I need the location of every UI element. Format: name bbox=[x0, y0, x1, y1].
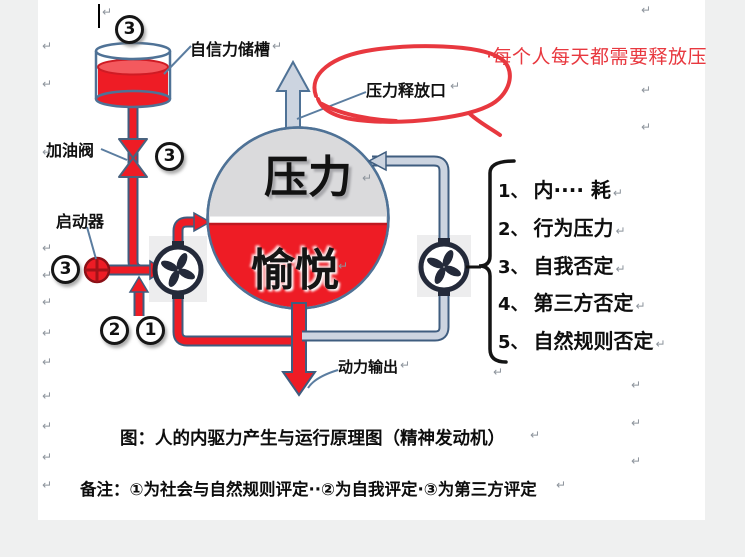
list-item-num: 5、 bbox=[498, 332, 529, 353]
pressure-word: 压力 bbox=[264, 152, 352, 203]
pilcrow-mark: ↵ bbox=[641, 3, 652, 17]
pilcrow-mark: ↵ bbox=[42, 145, 53, 159]
badge-3-tank: 3 bbox=[115, 15, 144, 44]
list-item-text: 自我否定 bbox=[533, 254, 614, 278]
pilcrow-mark: ↵ bbox=[615, 262, 626, 276]
pilcrow-mark: ↵ bbox=[530, 428, 541, 442]
pilcrow-mark: ↵ bbox=[42, 39, 53, 53]
pilcrow-mark: ↵ bbox=[493, 365, 504, 379]
list-item-text: 自然规则否定 bbox=[533, 329, 654, 353]
pilcrow-mark: ↵ bbox=[42, 450, 53, 464]
list-item-num: 1、 bbox=[498, 181, 529, 202]
pilcrow-mark: ↵ bbox=[42, 77, 53, 91]
list-item: 2、行为压力↵ bbox=[498, 212, 626, 241]
pilcrow-mark: ↵ bbox=[631, 416, 642, 430]
pleasure-word: 愉悦 bbox=[251, 245, 339, 296]
pilcrow-mark: ↵ bbox=[42, 478, 53, 492]
pilcrow-mark: ↵ bbox=[612, 186, 623, 200]
pilcrow-mark: ↵ bbox=[42, 389, 53, 403]
pilcrow-mark: ↵ bbox=[42, 419, 53, 433]
red-annotation: ·每个人每天都需要释放压 bbox=[486, 46, 708, 68]
starter-label: 启动器 bbox=[56, 212, 105, 231]
figure-caption: 图：人的内驱力产生与运行原理图（精神发动机） bbox=[120, 429, 505, 449]
list-item: 5、自然规则否定↵ bbox=[498, 325, 666, 354]
pilcrow-mark: ↵ bbox=[556, 478, 567, 492]
list-item: 1、内···· 耗↵ bbox=[498, 174, 623, 203]
list-item-num: 3、 bbox=[498, 257, 529, 278]
pilcrow-mark: ↵ bbox=[338, 259, 349, 273]
badge-3-starter: 3 bbox=[51, 255, 80, 284]
text-cursor bbox=[98, 4, 100, 28]
list-item-text: 内···· 耗 bbox=[533, 178, 611, 202]
pilcrow-mark: ↵ bbox=[362, 171, 373, 185]
list-item-num: 2、 bbox=[498, 219, 529, 240]
pilcrow-mark: ↵ bbox=[42, 268, 53, 282]
badge-3-valve: 3 bbox=[155, 142, 184, 171]
pilcrow-mark: ↵ bbox=[42, 241, 53, 255]
badge-1: 1 bbox=[136, 316, 165, 345]
pilcrow-mark: ↵ bbox=[631, 454, 642, 468]
pilcrow-mark: ↵ bbox=[42, 295, 53, 309]
pilcrow-mark: ↵ bbox=[272, 39, 283, 53]
valve-label: 加油阀 bbox=[46, 141, 95, 160]
list-item: 4、第三方否定↵ bbox=[498, 287, 646, 316]
pilcrow-mark: ↵ bbox=[655, 337, 666, 351]
pilcrow-mark: ↵ bbox=[615, 224, 626, 238]
pilcrow-mark: ↵ bbox=[635, 299, 646, 313]
tank-label: 自信力储槽 bbox=[190, 40, 271, 59]
figure-note: 备注：①为社会与自然规则评定··②为自我评定·③为第三方评定 bbox=[80, 480, 537, 499]
list-item: 3、自我否定↵ bbox=[498, 250, 626, 279]
pilcrow-mark: ↵ bbox=[641, 83, 652, 97]
release-label: 压力释放口 bbox=[366, 81, 447, 100]
list-item-num: 4、 bbox=[498, 294, 529, 315]
list-item-text: 第三方否定 bbox=[533, 291, 634, 315]
pilcrow-mark: ↵ bbox=[42, 355, 53, 369]
pilcrow-mark: ↵ bbox=[400, 358, 411, 372]
output-label: 动力输出 bbox=[338, 358, 399, 376]
pilcrow-mark: ↵ bbox=[641, 120, 652, 134]
badge-2: 2 bbox=[100, 316, 129, 345]
pilcrow-mark: ↵ bbox=[450, 79, 461, 93]
list-item-text: 行为压力 bbox=[533, 216, 614, 240]
pilcrow-mark: ↵ bbox=[102, 5, 113, 19]
pilcrow-mark: ↵ bbox=[631, 378, 642, 392]
pilcrow-mark: ↵ bbox=[42, 326, 53, 340]
